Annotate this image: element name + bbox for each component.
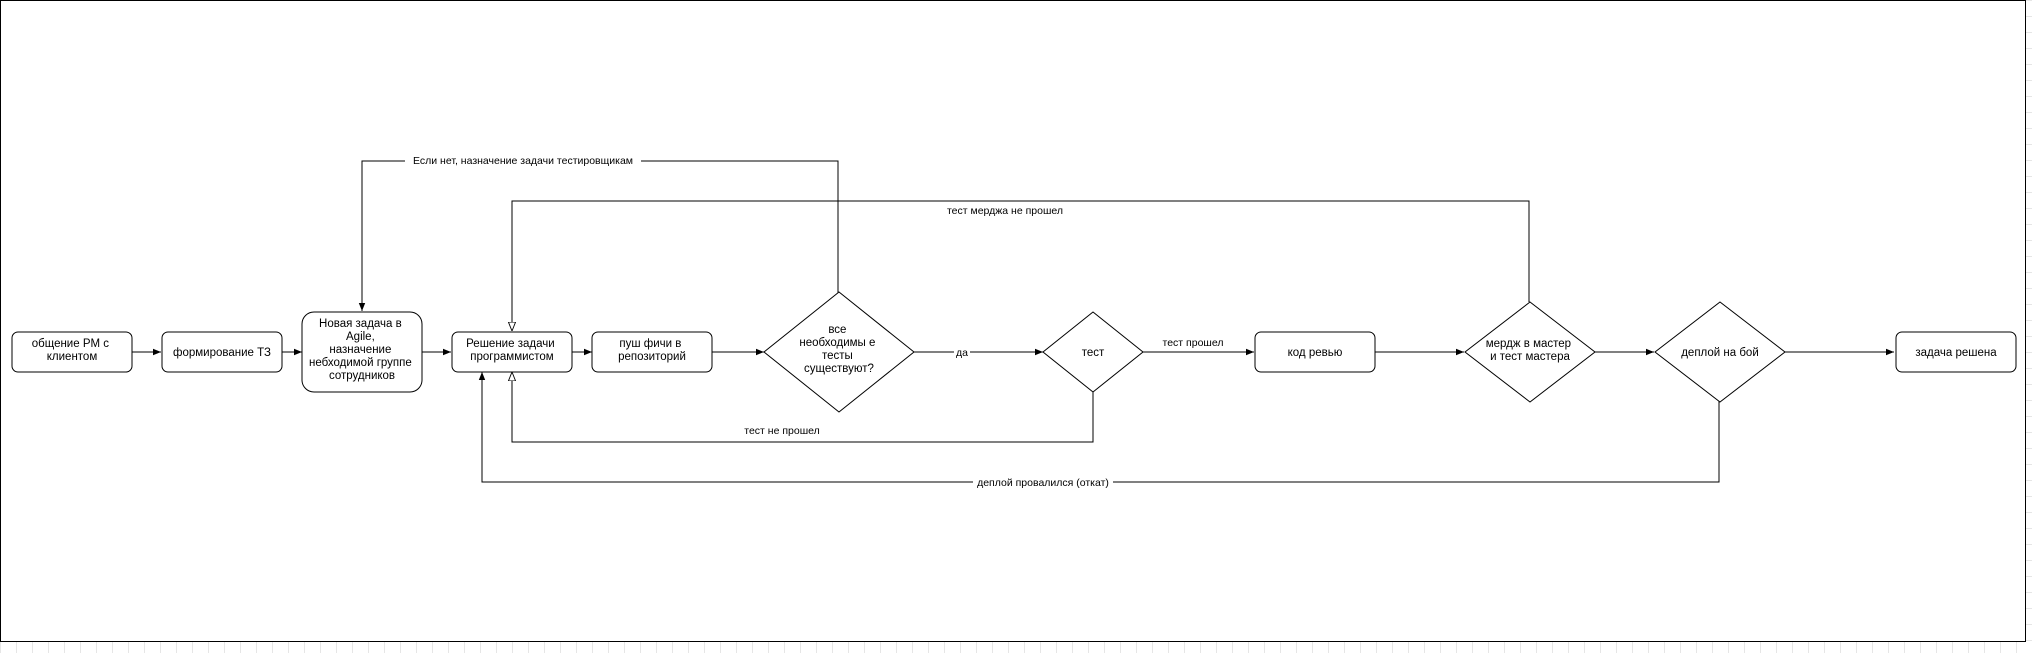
edge-label-test-pass-text: тест прошел — [1163, 337, 1224, 349]
decision-tests-exist-line-4: существуют? — [804, 363, 874, 375]
decision-merge[interactable]: мердж в мастер и тест мастера — [1464, 301, 1596, 403]
decision-tests-exist-line-1: все — [828, 324, 846, 336]
node-push-line-2: репозиторий — [618, 351, 686, 363]
edge-label-yes: да — [954, 346, 970, 359]
svg-text:задача решена: задача решена — [1915, 347, 1997, 359]
node-push-line-1: пуш фичи в — [619, 338, 681, 350]
node-tz-line-1: формирование ТЗ — [173, 347, 271, 359]
svg-text:формирование ТЗ: формирование ТЗ — [173, 347, 271, 359]
edge-no-tests-to-agile[interactable] — [358, 160, 839, 311]
node-push-feature[interactable]: пуш фичи в репозиторий — [591, 331, 713, 373]
edge-label-no-tests: Если нет, назначение задачи тестировщика… — [405, 154, 641, 167]
node-dev-line-2: программистом — [470, 351, 554, 363]
edge-label-yes-text: да — [956, 347, 968, 359]
svg-text:тест: тест — [1082, 347, 1105, 359]
edge-test-fail-to-dev[interactable] — [512, 372, 1094, 443]
node-review-line-1: код ревью — [1288, 347, 1343, 359]
svg-text:общение PM с клиентом: общение PM с клиентом — [32, 338, 112, 363]
node-task-done[interactable]: задача решена — [1895, 331, 2017, 373]
edge-label-deploy-fail: деплой провалился (откат) — [973, 476, 1113, 489]
node-pm-client[interactable]: общение PM с клиентом — [11, 331, 133, 373]
svg-text:мердж в мастер и тест: мердж в мастер и тест мастера — [1486, 338, 1575, 363]
node-agile-line-5: сотрудников — [329, 370, 395, 382]
edge-label-merge-fail: тест мерджа не прошел — [947, 205, 1063, 217]
svg-text:пуш фичи в репозиторий: пуш фичи в репозиторий — [618, 338, 686, 363]
node-pm-client-line-2: клиентом — [47, 351, 98, 363]
edge-label-no-tests-text: Если нет, назначение задачи тестировщика… — [413, 155, 633, 167]
decision-tests-exist-line-3: тесты — [822, 350, 853, 362]
decision-tests-exist-line-2: необходимы е — [799, 337, 875, 349]
node-agile-line-4: небходимой группе — [309, 357, 412, 369]
node-dev-line-1: Решение задачи — [466, 338, 555, 350]
svg-text:Новая задача в Agile,: Новая задача в Agile, назначение небходи… — [309, 318, 415, 382]
node-dev-solution[interactable]: Решение задачи программистом — [451, 331, 573, 373]
decision-test-line-1: тест — [1082, 347, 1105, 359]
svg-text:Решение задачи програм: Решение задачи программистом — [466, 338, 558, 363]
svg-text:код ревью: код ревью — [1288, 347, 1343, 359]
edge-label-test-pass: тест прошел — [1163, 337, 1224, 349]
node-pm-client-line-1: общение PM с — [32, 338, 110, 350]
edge-label-merge-fail-text: тест мерджа не прошел — [947, 205, 1063, 217]
edge-label-test-fail-text: тест не прошел — [744, 425, 819, 437]
svg-text:деплой на бой: деплой на бой — [1681, 347, 1759, 359]
decision-tests-exist[interactable]: все необходимы е тесты существуют? — [763, 291, 915, 413]
edge-label-deploy-fail-text: деплой провалился (откат) — [977, 477, 1109, 489]
edge-label-test-fail: тест не прошел — [744, 425, 819, 437]
decision-test[interactable]: тест — [1042, 311, 1144, 393]
decision-merge-line-2: и тест мастера — [1490, 351, 1570, 363]
node-agile-task[interactable]: Новая задача в Agile, назначение небходи… — [301, 311, 423, 393]
node-agile-line-2: Agile, — [346, 331, 375, 343]
edge-merge-fail-to-dev[interactable] — [512, 200, 1530, 331]
node-tz[interactable]: формирование ТЗ — [161, 331, 283, 373]
svg-text:все необходимы е: все необходимы е тесты существуют? — [799, 324, 878, 375]
node-agile-line-3: назначение — [329, 344, 391, 356]
node-agile-line-1: Новая задача в — [319, 318, 402, 330]
decision-merge-line-1: мердж в мастер — [1486, 338, 1571, 350]
decision-deploy-line-1: деплой на бой — [1681, 347, 1759, 359]
node-code-review[interactable]: код ревью — [1254, 331, 1376, 373]
decision-deploy[interactable]: деплой на бой — [1654, 301, 1786, 403]
node-done-line-1: задача решена — [1915, 347, 1997, 359]
